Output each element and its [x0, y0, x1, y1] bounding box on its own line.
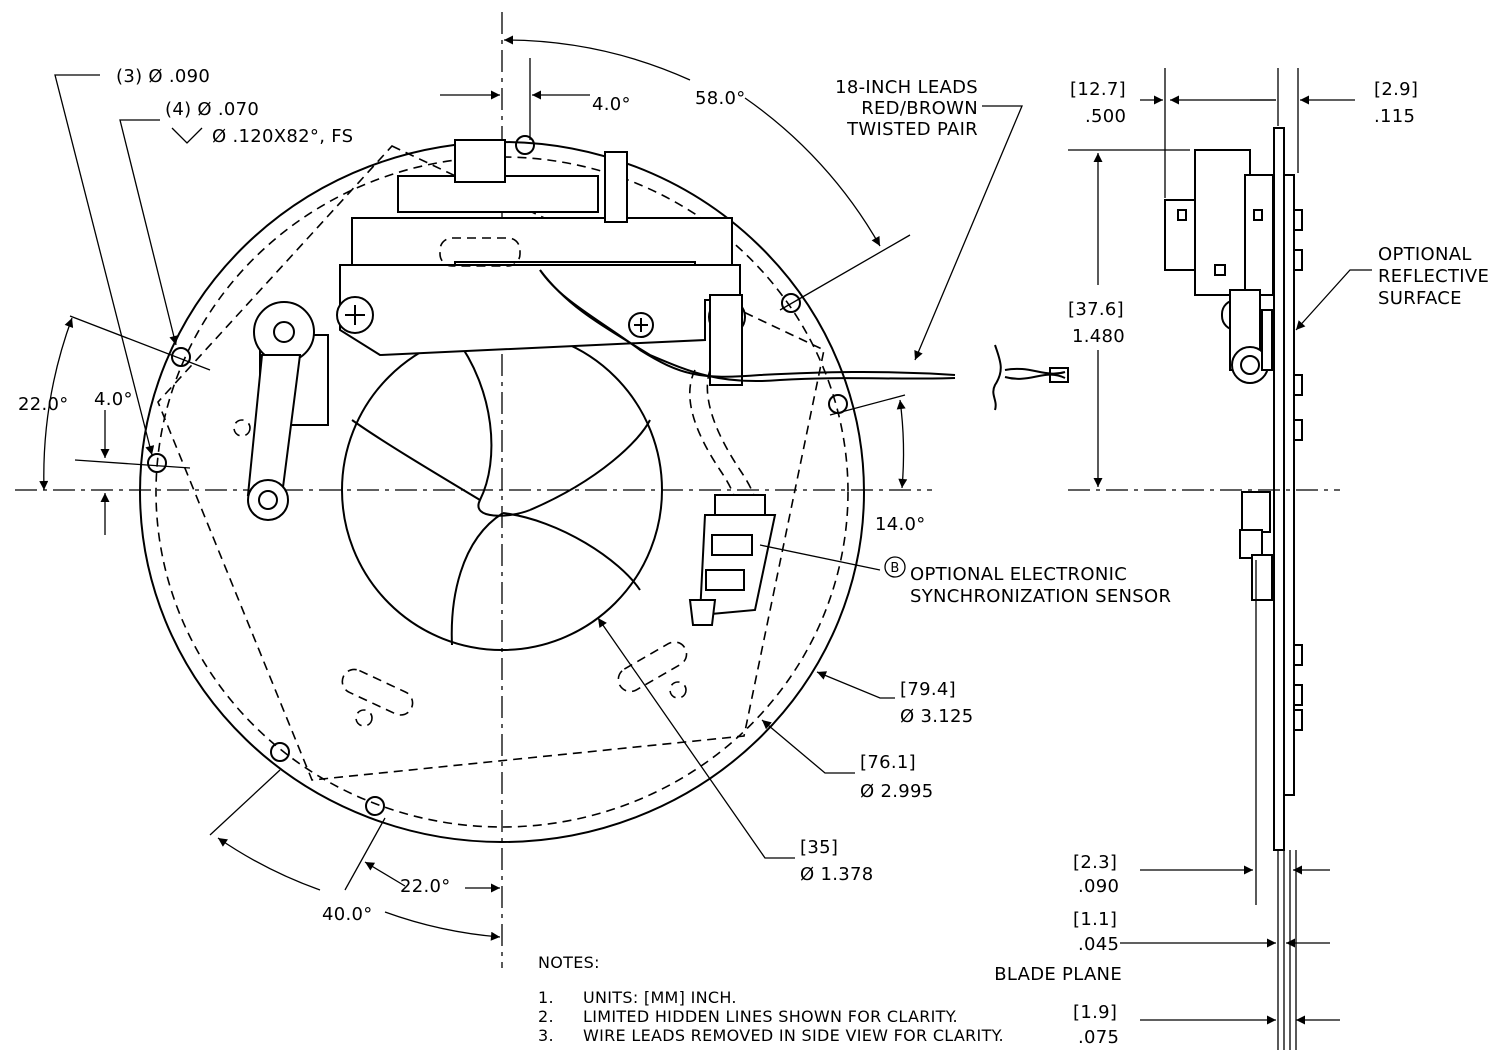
height-mm-label: [37.6]: [1068, 299, 1124, 320]
leads-label-line3: TWISTED PAIR: [846, 119, 978, 140]
leads-label-line1: 18-INCH LEADS: [835, 77, 978, 98]
lever-arm: [246, 301, 329, 521]
d3-mm-label: [1.9]: [1073, 1002, 1117, 1023]
d3-in-label: .075: [1078, 1027, 1119, 1048]
note-1-number: 1.: [538, 988, 554, 1007]
sensor-label-line2: SYNCHRONIZATION SENSOR: [910, 586, 1171, 607]
reflective-label-line1: OPTIONAL: [1378, 244, 1472, 265]
side-mechanism: [1164, 149, 1274, 601]
mid-diameter-mm: [76.1]: [860, 752, 916, 773]
hidden-plate-outline: [157, 145, 825, 781]
leads-label-line2: RED/BROWN: [861, 98, 978, 119]
reflective-surface: [1283, 174, 1295, 796]
d2-in-label: .045: [1078, 934, 1119, 955]
angle-4-top-label: 4.0°: [592, 94, 631, 115]
plate-mm-label: [2.9]: [1374, 79, 1418, 100]
angle-22-bottom-label: 22.0°: [400, 876, 451, 897]
dimension-lines: [39, 35, 1023, 941]
holes-4-callout: (4) Ø .070: [165, 99, 259, 120]
note-2-text: LIMITED HIDDEN LINES SHOWN FOR CLARITY.: [583, 1007, 958, 1026]
angle-4-left-label: 4.0°: [94, 389, 133, 410]
plate-in-label: .115: [1374, 106, 1415, 127]
sensor-label-line1: OPTIONAL ELECTRONIC: [910, 564, 1127, 585]
mid-diameter-in: Ø 2.995: [860, 781, 934, 802]
angle-22-left-label: 22.0°: [18, 394, 69, 415]
sync-sensor: [688, 369, 777, 626]
inner-diameter-mm: [35]: [800, 837, 838, 858]
sensor-b-letter: B: [890, 561, 899, 576]
note-3-number: 3.: [538, 1026, 554, 1045]
note-3-text: WIRE LEADS REMOVED IN SIDE VIEW FOR CLAR…: [583, 1026, 1004, 1045]
actuator-mechanism: [336, 139, 746, 386]
reflective-label-line2: REFLECTIVE: [1378, 266, 1489, 287]
reflective-label-line3: SURFACE: [1378, 288, 1462, 309]
front-view: (3) Ø .090 (4) Ø .070 Ø .120X82°, FS 4.0…: [15, 12, 1171, 968]
inner-diameter-in: Ø 1.378: [800, 864, 874, 885]
side-bumps: [1293, 209, 1303, 731]
height-in-label: 1.480: [1072, 326, 1125, 347]
note-1-text: UNITS: [MM] INCH.: [583, 988, 737, 1007]
rim-hidden-edge: [155, 156, 849, 828]
d1-mm-label: [2.3]: [1073, 852, 1117, 873]
note-2-number: 2.: [538, 1007, 554, 1026]
notes-block: NOTES: 1. UNITS: [MM] INCH. 2. LIMITED H…: [538, 953, 1004, 1045]
notes-heading: NOTES:: [538, 953, 600, 972]
outer-diameter-in: Ø 3.125: [900, 706, 974, 727]
angle-14-label: 14.0°: [875, 514, 926, 535]
side-view: [12.7] .500 [2.9] .115 [37.6] 1.480 OPTI…: [994, 68, 1489, 1050]
shutter-blades: [351, 336, 651, 646]
holes-3-callout: (3) Ø .090: [116, 66, 210, 87]
angle-58-label: 58.0°: [695, 88, 746, 109]
blade-plane-label: BLADE PLANE: [994, 964, 1122, 985]
depth-in-label: .500: [1085, 106, 1126, 127]
angle-40-label: 40.0°: [322, 904, 373, 925]
depth-mm-label: [12.7]: [1070, 79, 1126, 100]
d1-in-label: .090: [1078, 876, 1119, 897]
sensor-b-symbol: [884, 556, 906, 578]
side-dimension-lines: [1068, 68, 1372, 1050]
side-plate: [1273, 127, 1285, 851]
outer-diameter-mm: [79.4]: [900, 679, 956, 700]
mounting-holes: [147, 135, 848, 816]
countersink-callout: Ø .120X82°, FS: [212, 126, 353, 147]
d2-mm-label: [1.1]: [1073, 909, 1117, 930]
twisted-wire-leads: [539, 269, 1069, 411]
